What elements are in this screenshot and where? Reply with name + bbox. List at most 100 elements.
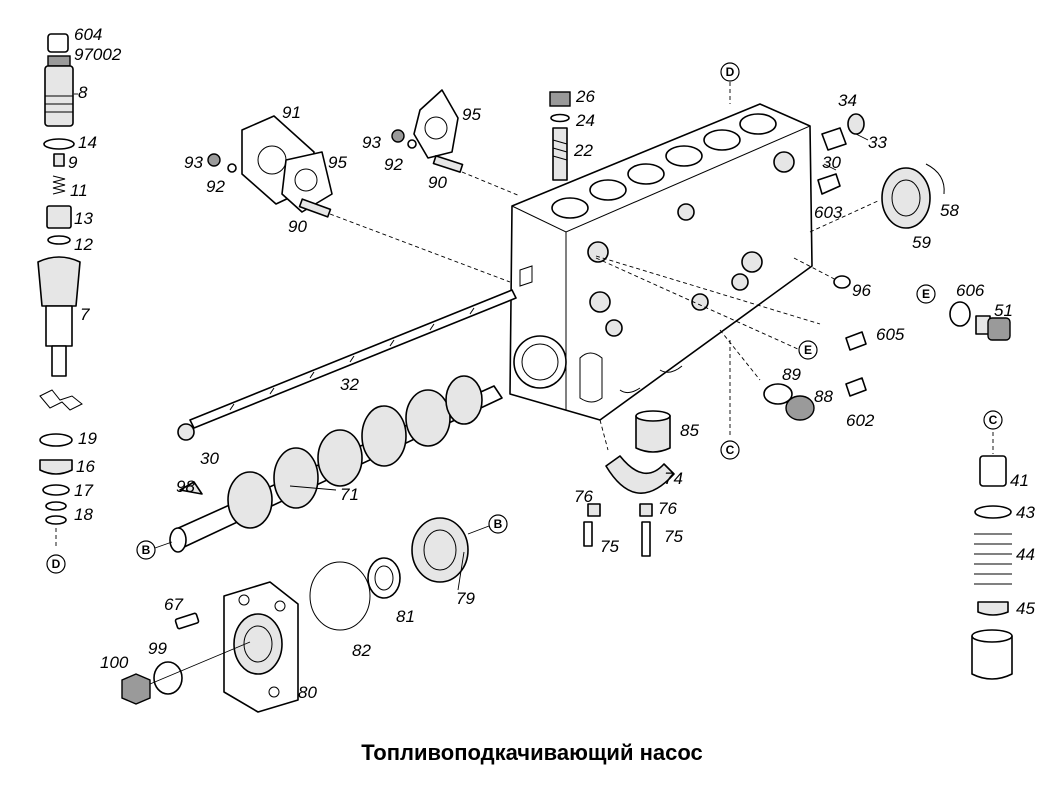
part-labels: 604 97002 8 14 9 11 13 12 7 19 16 17 18 … [68, 25, 1035, 702]
label-96: 96 [852, 281, 871, 300]
bore-2 [589, 179, 627, 201]
part-92-washer-top [407, 139, 417, 149]
label-32: 32 [340, 375, 359, 394]
label-100: 100 [100, 653, 129, 672]
control-rack [177, 289, 517, 441]
bore-4 [665, 145, 703, 167]
front-end-parts [121, 517, 469, 713]
part-45-retainer [977, 601, 1009, 616]
flange-group-left [207, 115, 511, 283]
part-32-rack [189, 289, 517, 429]
label-76-left: 76 [574, 487, 593, 506]
label-19: 19 [78, 429, 97, 448]
label-98: 98 [176, 477, 195, 496]
cam-lobe-5 [405, 389, 451, 447]
bolt-22-assembly [549, 91, 571, 181]
label-74: 74 [664, 469, 683, 488]
label-75-left: 75 [600, 537, 619, 556]
label-90-right: 90 [428, 173, 447, 192]
label-44: 44 [1016, 545, 1035, 564]
label-59: 59 [912, 233, 931, 252]
label-71: 71 [340, 485, 359, 504]
right-upper-parts [763, 113, 1011, 421]
marker-d-top-text: D [726, 65, 735, 79]
label-602: 602 [846, 411, 875, 430]
label-90-left: 90 [288, 217, 307, 236]
part-89-ring [763, 383, 793, 405]
pump-housing [509, 103, 881, 451]
label-81: 81 [396, 607, 415, 626]
label-41: 41 [1010, 471, 1029, 490]
label-45: 45 [1016, 599, 1035, 618]
right-spring-stack [971, 432, 1013, 680]
part-22-stud [552, 127, 568, 181]
label-91: 91 [282, 103, 301, 122]
marker-e-right [916, 284, 936, 304]
label-95-right: 95 [462, 105, 481, 124]
part-tappet-body [971, 635, 1013, 680]
label-605: 605 [876, 325, 905, 344]
label-85: 85 [680, 421, 699, 440]
part-18-ring-lower [45, 515, 67, 525]
diagram-caption: Топливоподкачивающий насос [361, 740, 703, 765]
label-89: 89 [782, 365, 801, 384]
part-33-clip [821, 127, 847, 151]
part-606-washer [949, 301, 971, 327]
part-76-bushing-right [639, 503, 653, 517]
label-18: 18 [74, 505, 93, 524]
label-24: 24 [575, 111, 595, 130]
part-24-washer [550, 113, 570, 123]
bore-1 [551, 197, 589, 219]
part-7-plunger [45, 305, 73, 347]
part-30-clip [177, 423, 195, 441]
part-43-washer [974, 505, 1012, 519]
label-14: 14 [78, 133, 97, 152]
marker-e-right-text: E [922, 287, 930, 301]
part-90-stud [298, 198, 332, 218]
part-602-lock [845, 377, 867, 397]
label-606: 606 [956, 281, 985, 300]
label-34: 34 [838, 91, 857, 110]
part-97002-nut [47, 55, 71, 67]
label-30-left: 30 [200, 449, 219, 468]
part-95-flange-top [413, 89, 459, 159]
part-51-screw-head [987, 317, 1011, 341]
part-9-valve [53, 153, 65, 167]
label-99: 99 [148, 639, 167, 658]
label-8: 8 [78, 83, 88, 102]
label-76-right: 76 [658, 499, 677, 518]
part-88-cap [785, 395, 815, 421]
label-67: 67 [164, 595, 183, 614]
label-88: 88 [814, 387, 833, 406]
marker-e-mid-text: E [804, 343, 812, 357]
part-11-spring [52, 175, 66, 195]
label-93-left: 93 [184, 153, 203, 172]
center-lower-parts [583, 410, 675, 557]
part-90-stud-top [432, 155, 464, 173]
marker-c-mid-text: C [726, 443, 735, 457]
part-95-flange [281, 151, 333, 213]
label-58: 58 [940, 201, 959, 220]
part-67-bolt [174, 612, 200, 630]
cam-lobe-4 [361, 405, 407, 467]
marker-c-mid [720, 440, 740, 460]
part-17-washer [42, 484, 70, 496]
part-96-plug [833, 275, 851, 289]
label-33: 33 [868, 133, 887, 152]
part-44-spring [974, 533, 1012, 585]
marker-e-mid [798, 340, 818, 360]
cam-lobe-2 [273, 447, 319, 509]
part-34-seal [847, 113, 865, 135]
part-604-cap [47, 33, 69, 53]
part-12-washer [47, 235, 71, 245]
label-43: 43 [1016, 503, 1035, 522]
label-79: 79 [456, 589, 475, 608]
part-81-seal [367, 557, 401, 599]
part-82-oring [309, 561, 371, 631]
label-82: 82 [352, 641, 371, 660]
part-7-stem [51, 345, 67, 377]
label-603: 603 [814, 203, 843, 222]
marker-c-right-text: C [989, 413, 998, 427]
part-74-bearing-shell [605, 455, 675, 494]
